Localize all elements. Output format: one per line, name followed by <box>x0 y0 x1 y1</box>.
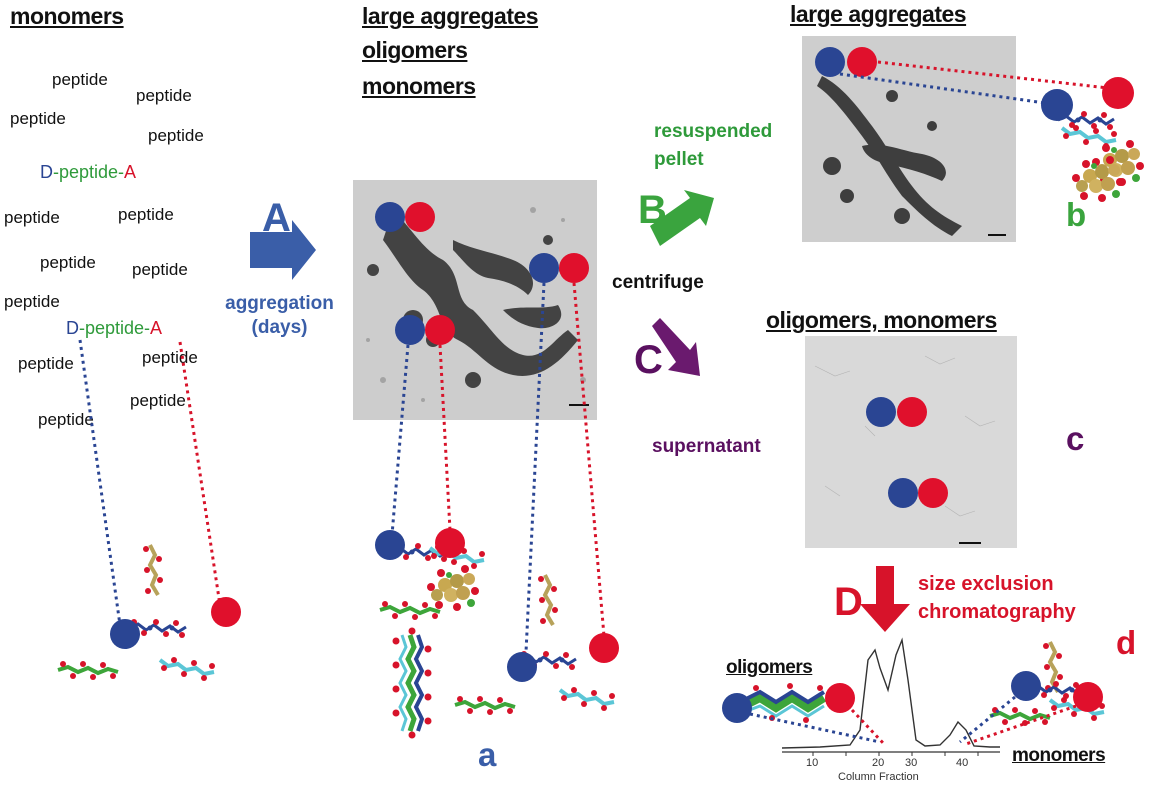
step-a-text: aggregation (days) <box>212 292 347 340</box>
peptide-word: peptide <box>38 410 94 429</box>
size-exclusion-label: size exclusion <box>918 573 1054 595</box>
supernatant-dots <box>866 397 948 508</box>
resuspended-label: resuspended <box>654 121 773 142</box>
step-c-arrow <box>652 318 700 376</box>
donor-label: D <box>66 318 79 338</box>
monomers-label: monomers <box>1012 745 1106 766</box>
peptide-word: peptide <box>4 292 60 311</box>
step-a-arrow <box>250 220 316 280</box>
panel-label-b: b <box>1066 196 1087 233</box>
peptide-word: peptide <box>132 260 188 279</box>
acceptor-label: A <box>150 318 163 338</box>
panel-label-c: c <box>1066 420 1085 457</box>
tick-label-20: 20 <box>872 757 885 769</box>
top-right-title: large aggregates <box>790 1 967 27</box>
panel-label-a: a <box>478 736 497 773</box>
step-a-letter: A <box>262 196 291 240</box>
peptide-word: peptide <box>4 208 60 227</box>
step-c-letter: C <box>634 338 663 382</box>
step-b-arrow <box>650 190 714 246</box>
pellet-dots <box>815 47 1109 105</box>
labeled-peptide: D-peptide-A <box>40 162 136 183</box>
chromatogram-trace <box>781 637 1000 749</box>
peptide-word: peptide <box>136 86 192 105</box>
middle-title-oligomers: oligomers <box>362 37 468 63</box>
labeled-peptide: D-peptide-A <box>66 318 162 339</box>
peptide-word: peptide <box>118 205 174 224</box>
step-b-letter: B <box>638 188 667 232</box>
chromatography-label: chromatography <box>918 601 1076 623</box>
days-label: (days) <box>251 317 308 338</box>
tick-label-40: 40 <box>956 757 969 769</box>
pellet-molecule <box>1041 77 1144 202</box>
step-d-arrow <box>860 566 910 632</box>
monomer-molecule <box>56 543 241 683</box>
peptide-word: peptide <box>148 126 204 145</box>
acceptor-label: A <box>124 162 137 182</box>
step-d-letter: D <box>834 580 863 624</box>
aggregate-molecules <box>375 528 619 739</box>
peptide-word: peptide <box>130 391 186 410</box>
supernatant-label: supernatant <box>652 436 761 457</box>
peptide-core: -peptide- <box>53 162 125 182</box>
step-b-text: resuspended pellet <box>654 118 772 174</box>
panel-label-d: d <box>1116 624 1137 661</box>
oligomer-molecule <box>722 683 886 746</box>
middle-title-monomers: monomers <box>362 73 476 99</box>
left-dotted-links <box>78 339 222 626</box>
chromatogram <box>722 637 1107 756</box>
donor-dot <box>110 619 140 649</box>
step-d-text: size exclusion chromatography <box>918 570 1076 626</box>
mid-right-title: oligomers, monomers <box>766 307 997 333</box>
acceptor-dot <box>211 597 241 627</box>
x-axis-label: Column Fraction <box>838 771 919 783</box>
tick-label-30: 30 <box>905 757 918 769</box>
peptide-word: peptide <box>10 109 66 128</box>
aggregate-micrograph <box>353 180 597 420</box>
monomer-molecule-d <box>959 640 1107 746</box>
donor-label: D <box>40 162 53 182</box>
peptide-word: peptide <box>40 253 96 272</box>
middle-dotted-links <box>390 282 606 653</box>
oligomers-label: oligomers <box>726 657 813 678</box>
aggregate-dots <box>375 202 589 345</box>
centrifuge-label: centrifuge <box>612 272 704 293</box>
middle-title-large-aggregates: large aggregates <box>362 3 539 29</box>
aggregation-label: aggregation <box>225 293 334 314</box>
peptide-word: peptide <box>18 354 74 373</box>
left-column-title: monomers <box>10 3 124 29</box>
peptide-word: peptide <box>52 70 108 89</box>
pellet-label: pellet <box>654 149 704 170</box>
peptide-core: -peptide- <box>79 318 151 338</box>
supernatant-micrograph <box>805 336 1017 548</box>
peptide-word: peptide <box>142 348 198 367</box>
tick-label-10: 10 <box>806 757 819 769</box>
